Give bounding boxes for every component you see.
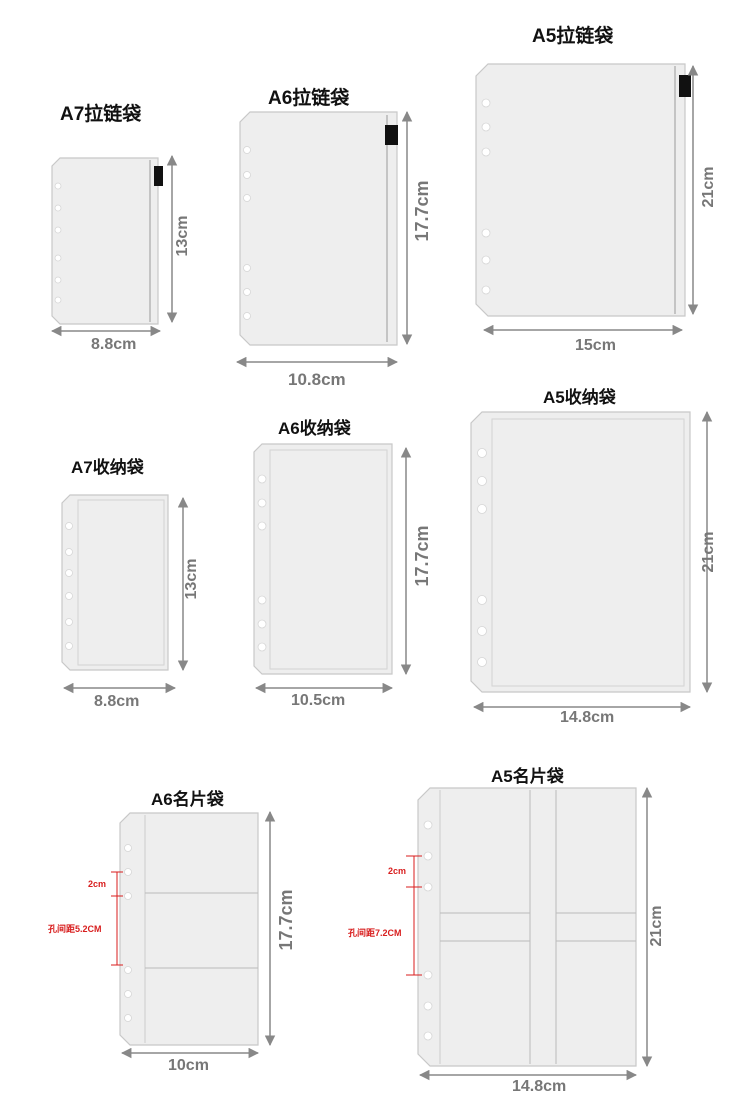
hole-spacing-annotation [406, 855, 422, 976]
a5-zipper-pouch [475, 63, 699, 336]
a5-card-width-label: 14.8cm [512, 1078, 567, 1095]
binder-holes [124, 844, 132, 1022]
binder-holes [54, 182, 62, 304]
binder-holes [477, 448, 487, 667]
a6-card-height-label: 17.7cm [276, 889, 296, 951]
a7-zipper-title: A7拉链袋 [60, 104, 142, 125]
a6-storage-pouch [253, 443, 412, 694]
zipper-pull-icon [154, 166, 163, 186]
zipper-pull-icon [679, 75, 691, 97]
binder-holes [257, 474, 267, 652]
a7-zipper-width-label: 8.8cm [91, 336, 137, 353]
a6-card-title: A6名片袋 [151, 790, 224, 809]
a7-storage-height-label: 13cm [183, 558, 200, 600]
a6-card-pouch [111, 810, 276, 1059]
a5-card-pouch [406, 786, 653, 1081]
binder-holes [65, 522, 73, 650]
a5-storage-height-label: 21cm [700, 531, 717, 573]
a5-card-title: A5名片袋 [491, 767, 564, 786]
a6-zipper-height-label: 17.7cm [412, 180, 432, 242]
a6-card-hole-spacing-label: 孔间距5.2CM [48, 924, 102, 934]
a6-storage-title: A6收纳袋 [278, 419, 351, 438]
a6-zipper-pouch [235, 110, 413, 368]
a5-zipper-width-label: 15cm [575, 337, 616, 354]
a6-card-width-label: 10cm [168, 1057, 209, 1074]
a5-card-hole-gap-label: 2cm [388, 866, 407, 876]
a5-storage-pouch [470, 410, 713, 713]
a7-storage-pouch [61, 494, 189, 694]
a5-zipper-title: A5拉链袋 [532, 26, 614, 47]
a5-storage-title: A5收纳袋 [543, 388, 616, 407]
a7-zipper-height-label: 13cm [174, 215, 191, 257]
a6-storage-height-label: 17.7cm [412, 525, 432, 587]
a5-card-hole-spacing-label: 孔间距7.2CM [348, 928, 402, 938]
hole-spacing-annotation [111, 871, 123, 966]
a6-storage-width-label: 10.5cm [291, 692, 346, 709]
a7-zipper-pouch [50, 154, 178, 337]
binder-holes [243, 146, 251, 320]
a5-storage-width-label: 14.8cm [560, 709, 615, 726]
zipper-pull-icon [385, 125, 398, 145]
binder-holes [481, 98, 491, 295]
a5-zipper-height-label: 21cm [700, 166, 717, 208]
a6-zipper-title: A6拉链袋 [268, 88, 350, 109]
a5-card-height-label: 21cm [648, 905, 665, 947]
a6-card-hole-gap-label: 2cm [88, 879, 107, 889]
binder-holes [423, 820, 433, 1041]
a7-storage-width-label: 8.8cm [94, 693, 140, 710]
a6-zipper-width-label: 10.8cm [288, 370, 346, 389]
a7-storage-title: A7收纳袋 [71, 458, 144, 477]
